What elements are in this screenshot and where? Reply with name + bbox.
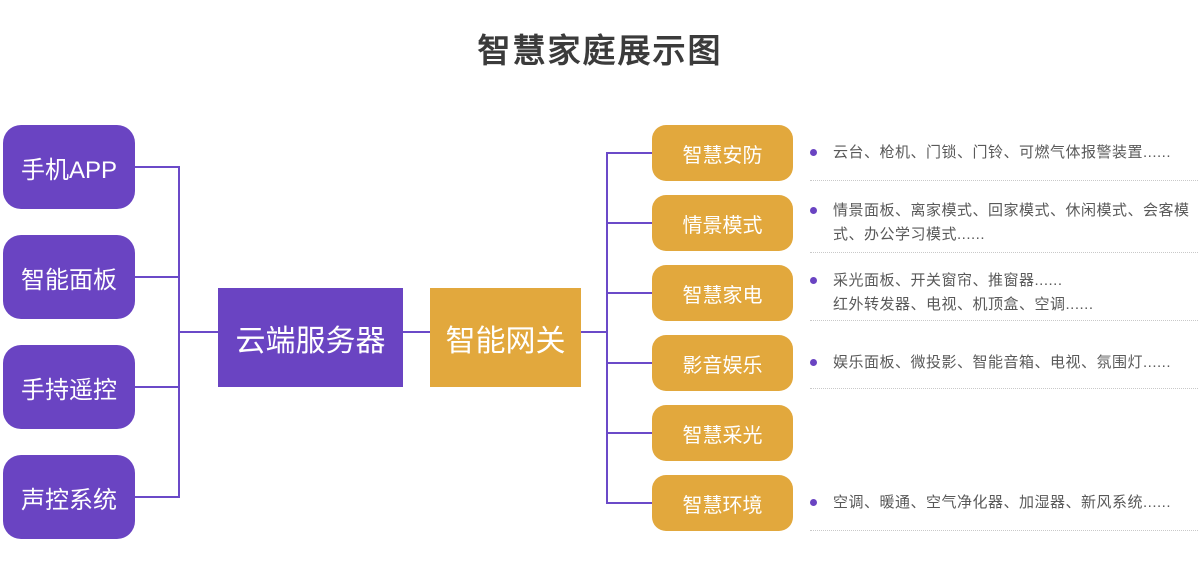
node-label: 智慧家电 — [682, 284, 763, 307]
node-cloud-server: 云端服务器 — [218, 288, 403, 387]
divider — [810, 530, 1198, 531]
desc-scene-mode: 情景面板、离家模式、回家模式、休闲模式、会客模式、办公学习模式...... — [810, 199, 1198, 247]
divider — [810, 180, 1198, 181]
connector-line — [403, 331, 430, 333]
divider — [810, 252, 1198, 253]
desc-smart-appliance: 采光面板、开关窗帘、推窗器...... 红外转发器、电视、机顶盒、空调.....… — [810, 269, 1198, 317]
page-title: 智慧家庭展示图 — [477, 32, 723, 69]
node-label: 云端服务器 — [235, 324, 386, 358]
desc-av-entertainment: 娱乐面板、微投影、智能音箱、电视、氛围灯...... — [810, 351, 1198, 375]
divider — [810, 388, 1198, 389]
node-smart-lighting: 智慧采光 — [652, 405, 793, 461]
node-label: 智能面板 — [21, 266, 117, 294]
connector-line — [606, 152, 652, 154]
node-scene-mode: 情景模式 — [652, 195, 793, 251]
node-smart-panel: 智能面板 — [3, 235, 135, 319]
connector-line — [135, 276, 179, 278]
desc-text: 情景面板、离家模式、回家模式、休闲模式、会客模式、办公学习模式...... — [833, 202, 1190, 243]
node-label: 声控系统 — [21, 486, 117, 514]
connector-line — [606, 362, 652, 364]
connector-line — [606, 152, 608, 504]
node-smart-security: 智慧安防 — [652, 125, 793, 181]
bullet-icon — [810, 499, 817, 506]
node-label: 智慧安防 — [682, 144, 763, 167]
connector-line — [606, 292, 652, 294]
bullet-icon — [810, 277, 817, 284]
desc-text: 采光面板、开关窗帘、推窗器...... 红外转发器、电视、机顶盒、空调.....… — [833, 269, 1094, 317]
node-label: 智慧环境 — [682, 494, 763, 517]
connector-line — [135, 386, 179, 388]
node-mobile-app: 手机APP — [3, 125, 135, 209]
node-label: 手机APP — [20, 156, 118, 184]
connector-line — [606, 432, 652, 434]
desc-text: 娱乐面板、微投影、智能音箱、电视、氛围灯...... — [833, 354, 1172, 371]
connector-line — [178, 331, 218, 333]
connector-line — [606, 222, 652, 224]
desc-text: 空调、暖通、空气净化器、加湿器、新风系统...... — [833, 494, 1172, 511]
bullet-icon — [810, 359, 817, 366]
connector-line — [581, 331, 608, 333]
connector-line — [135, 496, 179, 498]
desc-smart-environment: 空调、暖通、空气净化器、加湿器、新风系统...... — [810, 491, 1198, 515]
bullet-icon — [810, 207, 817, 214]
bullet-icon — [810, 149, 817, 156]
desc-smart-security: 云台、枪机、门锁、门铃、可燃气体报警装置...... — [810, 141, 1198, 165]
desc-text: 云台、枪机、门锁、门铃、可燃气体报警装置...... — [833, 144, 1172, 161]
node-smart-appliance: 智慧家电 — [652, 265, 793, 321]
node-av-entertainment: 影音娱乐 — [652, 335, 793, 391]
connector-line — [135, 166, 179, 168]
node-voice-control: 声控系统 — [3, 455, 135, 539]
node-label: 智能网关 — [445, 324, 566, 358]
desc-line-1: 采光面板、开关窗帘、推窗器...... — [833, 272, 1063, 289]
node-label: 智慧采光 — [682, 424, 763, 447]
node-smart-gateway: 智能网关 — [430, 288, 581, 387]
node-smart-environment: 智慧环境 — [652, 475, 793, 531]
connector-line — [606, 502, 652, 504]
node-label: 影音娱乐 — [682, 354, 763, 377]
node-label: 手持遥控 — [21, 376, 117, 404]
node-handheld-remote: 手持遥控 — [3, 345, 135, 429]
desc-line-2: 红外转发器、电视、机顶盒、空调...... — [833, 296, 1094, 313]
node-label: 情景模式 — [682, 214, 763, 237]
divider — [810, 320, 1198, 321]
